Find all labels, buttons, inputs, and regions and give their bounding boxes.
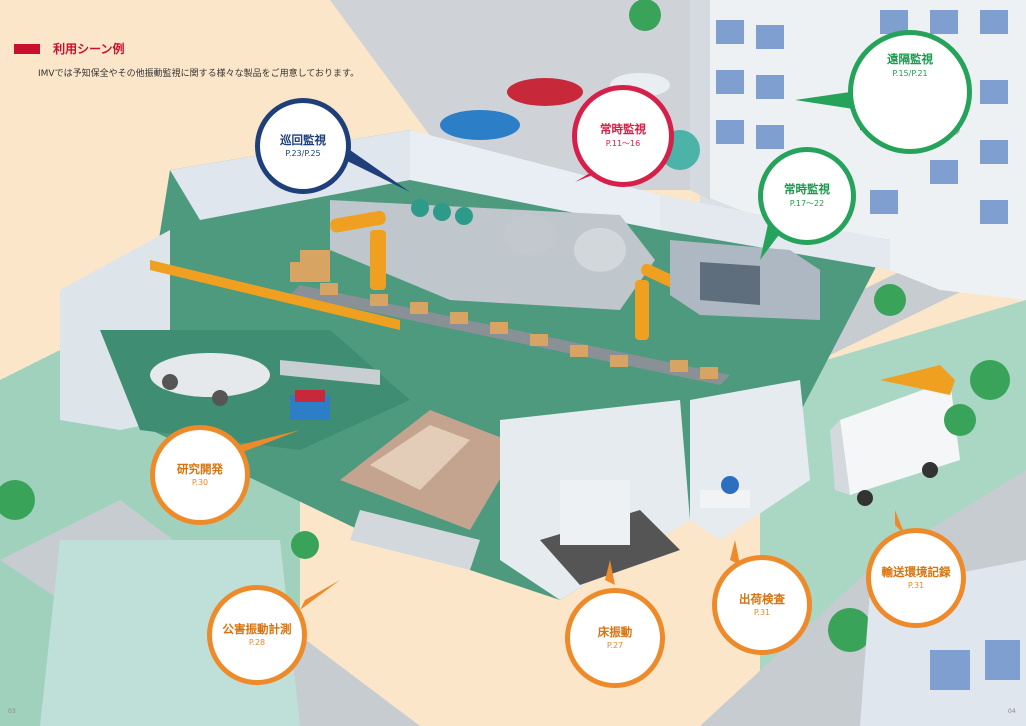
bubble-page: P.27: [606, 641, 624, 651]
scene-bubble-transport-recording[interactable]: 輸送環境記録 P.31: [866, 528, 966, 628]
bubble-label: 巡回監視: [280, 132, 326, 147]
scene-bubble-patrol[interactable]: 巡回監視 P.23/P.25: [255, 98, 351, 194]
truck: [830, 365, 960, 506]
robot-arms: [330, 210, 680, 340]
section-title: 利用シーン例: [53, 42, 125, 56]
bubble-label: 遠隔監視: [887, 52, 933, 66]
bubble-page: P.11〜16: [605, 139, 641, 149]
bubble-page: P.30: [191, 478, 209, 488]
entrance-floor: [340, 410, 520, 530]
conveyor: [290, 250, 730, 385]
bubble-label: 常時監視: [784, 181, 830, 196]
bubble-label: 床振動: [597, 624, 633, 639]
bubble-page: P.23/P.25: [285, 149, 321, 159]
page-number-right: 04: [1008, 708, 1016, 715]
pumps-and-tanks: [411, 199, 626, 272]
bubble-label: 出荷検査: [739, 591, 785, 606]
bubble-label: 輸送環境記録: [881, 564, 951, 579]
bubble-page: P.17〜22: [789, 199, 825, 209]
scene-bubble-rnd[interactable]: 研究開発 P.30: [150, 425, 250, 525]
test-car: [150, 353, 270, 406]
bubble-label: 常時監視: [600, 121, 646, 136]
scene-bubble-constant-monitoring-a[interactable]: 常時監視 P.11〜16: [572, 85, 674, 187]
bubble-page: P.31: [907, 581, 925, 591]
header-accent-bar: [14, 43, 40, 54]
bubble-label: 研究開発: [177, 461, 223, 476]
scene-bubble-constant-monitoring-b[interactable]: 常時監視 P.17〜22: [758, 147, 856, 245]
scene-bubble-pollution-vibration[interactable]: 公害振動計測 P.28: [207, 585, 307, 685]
page-header: 利用シーン例 IMVでは予知保全やその他振動監視に関する様々な製品をご用意してお…: [14, 38, 359, 79]
section-subtitle: IMVでは予知保全やその他振動監視に関する様々な製品をご用意しております。: [38, 69, 360, 79]
page-number-left: 03: [8, 708, 16, 715]
scene-bubble-remote-monitoring[interactable]: 遠隔監視 P.15/P.21: [848, 30, 972, 154]
scene-bubble-shipping-inspection[interactable]: 出荷検査 P.31: [712, 555, 812, 655]
bubble-page: P.15/P.21: [892, 68, 928, 78]
trees: [0, 0, 1010, 652]
bubble-label: 公害振動計測: [222, 621, 292, 636]
bubble-page: P.31: [753, 608, 771, 618]
scene-bubble-floor-vibration[interactable]: 床振動 P.27: [565, 588, 665, 688]
cnc-machine: [670, 240, 820, 320]
bubble-page: P.28: [248, 638, 266, 648]
